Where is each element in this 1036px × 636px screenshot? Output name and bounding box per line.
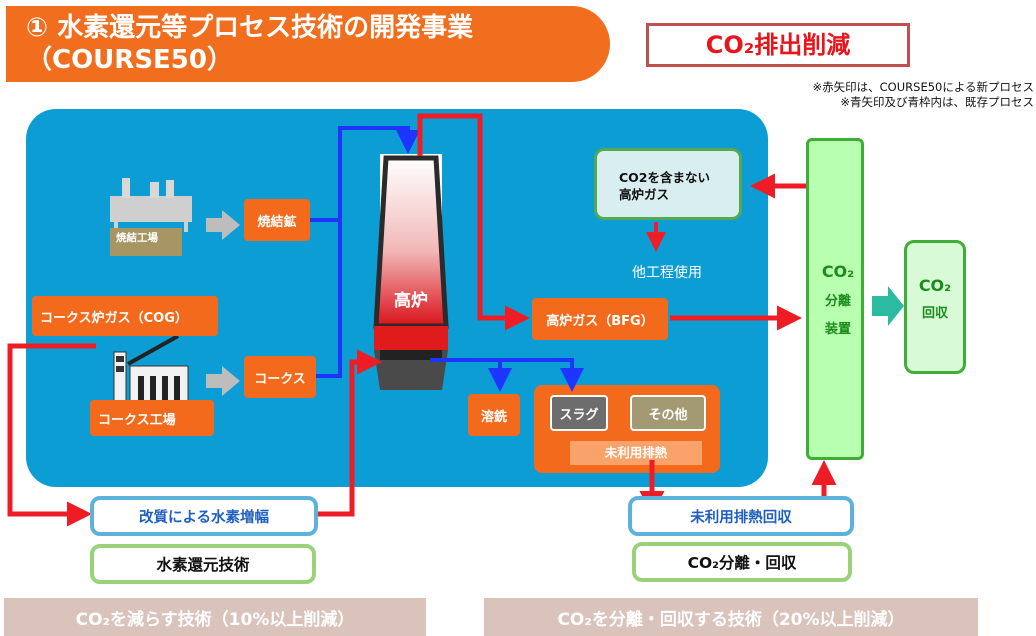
title-banner: ① 水素還元等プロセス技術の開発事業 （COURSE50）: [6, 6, 610, 82]
slag-box: スラグ: [550, 395, 608, 431]
co2-rec-label-2: 回収: [921, 306, 948, 321]
co2-sep-label-1: CO₂: [821, 262, 855, 281]
other-process-use-label: 他工程使用: [632, 265, 702, 281]
note-blue-arrow: ※青矢印及び青枠内は、既存プロセス: [840, 95, 1034, 109]
co2-sep-recovery-box: CO₂分離・回収: [632, 542, 852, 582]
title-line1: ① 水素還元等プロセス技術の開発事業: [26, 13, 474, 43]
co2-rec-label-1: CO₂: [918, 276, 952, 295]
h2-reduction-tech-box: 水素還元技術: [90, 544, 316, 584]
sinter-plant-label: 焼結工場: [110, 228, 182, 256]
separate-tech-band: CO₂を分離・回収する技術（20%以上削減）: [484, 598, 978, 636]
co2-sep-label-2: 分離: [824, 294, 851, 309]
coke-plant-to-coke-arrow-icon: [206, 366, 240, 396]
bfg-box: 高炉ガス（BFG）: [532, 298, 668, 340]
co2-free-gas-line2: 高炉ガス: [619, 187, 670, 202]
note-red-arrow: ※赤矢印は、COURSE50による新プロセス: [812, 80, 1034, 94]
unused-heat-recovery-box: 未利用排熱回収: [628, 496, 854, 536]
sinter-ore-box: 焼結鉱: [244, 199, 310, 241]
co2-free-gas-box: CO2を含まない 高炉ガス: [594, 148, 742, 220]
coke-plant-icon: [113, 334, 189, 403]
coke-plant-box: コークス工場: [90, 400, 214, 436]
co2-reduction-badge: CO₂排出削減: [646, 23, 910, 67]
blast-furnace-label: 高炉: [394, 291, 428, 311]
cog-box: コークス炉ガス（COG）: [32, 296, 218, 336]
title-line2: （COURSE50）: [26, 45, 233, 75]
sinter-plant-icon: [110, 178, 192, 232]
molten-iron-box: 溶銑: [468, 394, 520, 436]
reforming-box: 改質による水素増幅: [90, 496, 318, 536]
reduce-tech-band: CO₂を減らす技術（10%以上削減）: [4, 598, 426, 636]
co2-recovery-box: [904, 240, 966, 374]
recovery-arrow-icon: [872, 286, 904, 326]
co2-separation-unit: [806, 138, 864, 460]
coke-box: コークス: [244, 356, 316, 398]
unused-heat-label: 未利用排熱: [570, 441, 702, 465]
sinter-to-ore-arrow-icon: [206, 210, 240, 240]
legend-notes: ※赤矢印は、COURSE50による新プロセス ※青矢印及び青枠内は、既存プロセス: [776, 80, 1034, 110]
blast-furnace-icon: [373, 154, 449, 390]
co2-sep-label-3: 装置: [824, 322, 851, 337]
co2-free-gas-line1: CO2を含まない: [619, 170, 710, 185]
others-box: その他: [630, 395, 706, 431]
